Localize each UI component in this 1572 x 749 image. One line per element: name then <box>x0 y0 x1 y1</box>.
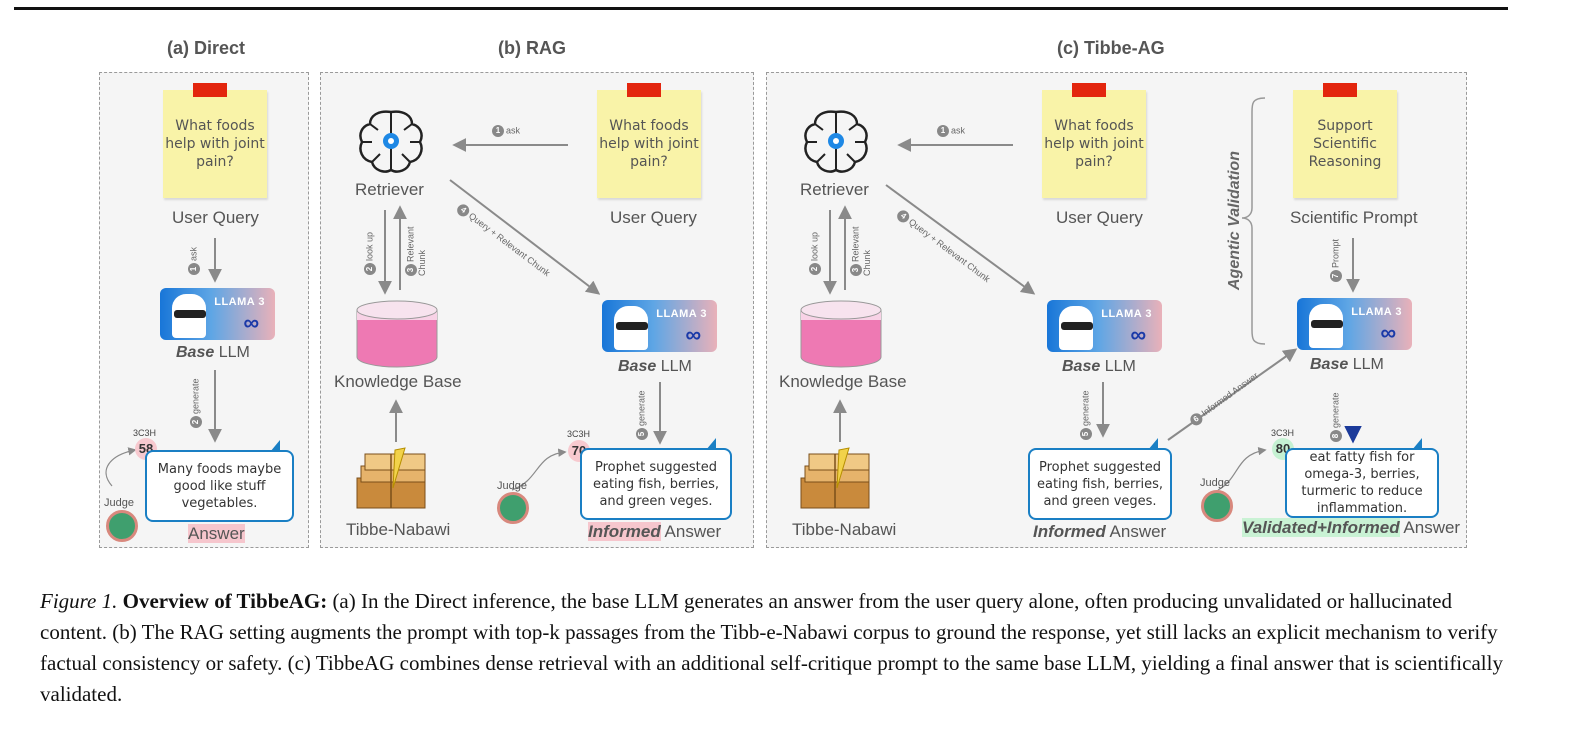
brain-icon <box>359 110 423 173</box>
judge-label: Judge <box>1200 477 1230 489</box>
arrow-rag-judge <box>511 448 567 491</box>
llama-badge: LLAMA 3 ∞ <box>1297 298 1412 350</box>
figure-caption: Figure 1. Overview of TibbeAG: (a) In th… <box>40 589 1503 706</box>
judge-label: Judge <box>497 480 527 492</box>
step-prompt: 7Prompt <box>1330 239 1342 282</box>
answer-label: Informed Answer <box>1033 522 1167 541</box>
llama-badge: LLAMA 3 ∞ <box>1047 300 1162 352</box>
top-rule <box>14 7 1508 10</box>
llm-label: Base LLM <box>176 344 250 361</box>
step-generate: 5generate <box>1080 390 1092 440</box>
query-note: What foods help with joint pain? <box>1042 90 1146 198</box>
llama-badge-text: LLAMA 3 <box>214 296 265 308</box>
source-label: Tibbe-Nabawi <box>792 520 897 539</box>
llama-badge: LLAMA 3 ∞ <box>602 300 717 352</box>
agentic-validation-label: Agentic Validation <box>1226 151 1243 290</box>
agentic-brace <box>1241 97 1266 345</box>
sunglasses-icon <box>616 322 648 330</box>
sunglasses-icon <box>1061 322 1093 330</box>
arrow-tag-judge <box>1217 446 1267 491</box>
bubble-tail <box>1412 438 1422 450</box>
panel-title-rag: (b) RAG <box>498 38 566 58</box>
arrow-rag-query-chunk <box>449 179 601 295</box>
final-answer-label: Validated+Informed Answer <box>1242 518 1461 537</box>
knowledge-base-label: Knowledge Base <box>779 372 907 391</box>
meta-icon: ∞ <box>243 310 259 335</box>
database-icon <box>356 300 438 368</box>
step-generate: 5generate <box>636 390 648 440</box>
user-query-label: User Query <box>610 208 697 227</box>
retriever-label: Retriever <box>355 180 424 199</box>
scientific-prompt-label: Scientific Prompt <box>1290 208 1418 227</box>
score-label: 3C3H <box>133 428 157 438</box>
arrow-direct-judge <box>105 447 137 487</box>
arrow-tag-informed <box>1167 348 1298 441</box>
query-note: What foods help with joint pain? <box>163 90 267 198</box>
judge-label: Judge <box>104 497 134 509</box>
meta-icon: ∞ <box>685 322 701 347</box>
step-lookup: 2look up <box>809 232 821 275</box>
final-answer-bubble: eat fatty fish for omega-3, berries, tur… <box>1285 448 1439 518</box>
judge-icon <box>497 492 529 524</box>
user-query-label: User Query <box>1056 208 1143 227</box>
llama-badge-text: LLAMA 3 <box>1101 308 1152 320</box>
panel-title-tibbeag: (c) Tibbe-AG <box>1057 38 1165 58</box>
panel-title-direct: (a) Direct <box>167 38 246 58</box>
brain-icon <box>804 110 868 173</box>
source-label: Tibbe-Nabawi <box>346 520 451 539</box>
answer-bubble: Prophet suggested eating fish, berries, … <box>580 448 732 520</box>
knowledge-base-label: Knowledge Base <box>334 372 462 391</box>
judge-icon <box>106 510 138 542</box>
books-icon <box>800 447 870 509</box>
answer-label: Informed Answer <box>588 522 722 541</box>
bubble-tail <box>1148 438 1158 450</box>
step-relevant-chunk: 3Relevant Chunk <box>405 226 427 276</box>
step-ask: 1ask <box>188 247 200 275</box>
books-icon <box>356 447 426 509</box>
llama-badge: LLAMA 3 ∞ <box>160 288 275 340</box>
step-relevant-chunk: 3Relevant Chunk <box>850 226 872 276</box>
scientific-note: Support Scientific Reasoning <box>1293 90 1397 198</box>
judge-icon <box>1201 490 1233 522</box>
pin-icon <box>627 83 661 97</box>
score-label: 3C3H <box>567 429 591 439</box>
llm-label: Base LLM <box>618 358 692 375</box>
llm-label: Base LLM <box>1062 358 1136 375</box>
database-icon <box>800 300 882 368</box>
llama-badge-text: LLAMA 3 <box>1351 306 1402 318</box>
step-generate: 2generate <box>190 378 202 428</box>
query-note: What foods help with joint pain? <box>597 90 701 198</box>
sunglasses-icon <box>174 310 206 318</box>
sunglasses-icon <box>1311 320 1343 328</box>
bubble-tail <box>270 440 280 452</box>
pin-icon <box>1072 83 1106 97</box>
meta-icon: ∞ <box>1130 322 1146 347</box>
retriever-label: Retriever <box>800 180 869 199</box>
answer-label: Answer <box>188 524 245 543</box>
step-generate-final: 8generate <box>1330 392 1342 442</box>
score-label: 3C3H <box>1271 428 1295 438</box>
pin-icon <box>193 83 227 97</box>
llm-label: Base LLM <box>1310 356 1384 373</box>
llama-badge-text: LLAMA 3 <box>656 308 707 320</box>
meta-icon: ∞ <box>1380 320 1396 345</box>
bubble-tail <box>706 438 716 450</box>
arrow-tag-query-chunk <box>885 184 1036 295</box>
step-lookup: 2look up <box>364 232 376 275</box>
answer-bubble: Prophet suggested eating fish, berries, … <box>1028 448 1172 520</box>
pin-icon <box>1323 83 1357 97</box>
user-query-label: User Query <box>172 208 259 227</box>
answer-bubble: Many foods maybe good like stuff vegetab… <box>145 450 294 522</box>
